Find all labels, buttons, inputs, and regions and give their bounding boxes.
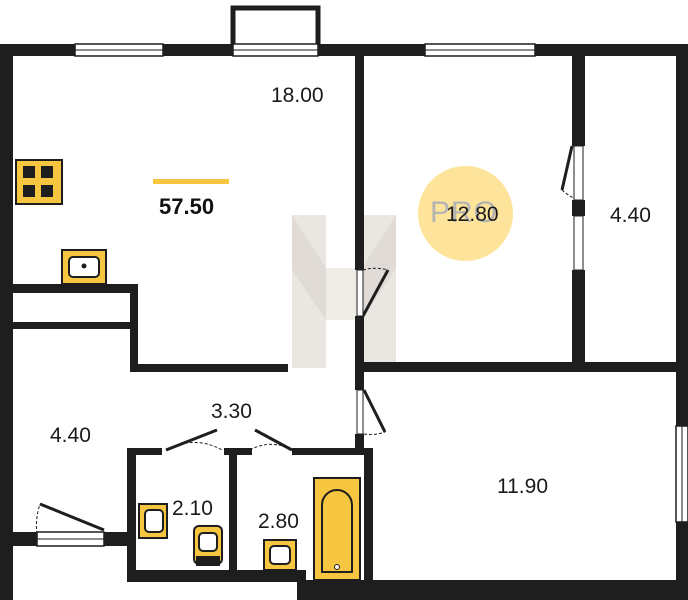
room-area-corridor: 3.30 <box>211 400 252 423</box>
toilet-sink-icon <box>138 503 168 539</box>
room-area-loggia: 4.40 <box>610 204 651 227</box>
room-area-toilet: 2.10 <box>172 497 213 520</box>
bathtub-icon <box>313 477 361 581</box>
room-area-kitchen-living: 18.00 <box>271 84 324 107</box>
total-area-marker <box>153 179 229 184</box>
room-area-bathroom: 2.80 <box>258 510 299 533</box>
walls <box>0 44 688 600</box>
toilet-icon <box>193 525 223 566</box>
balcony-bump <box>230 5 321 46</box>
window-panes <box>37 49 683 540</box>
watermark-logo <box>292 215 396 368</box>
door-frames <box>356 145 584 435</box>
pro-badge-text: PRO <box>430 196 499 229</box>
total-area: 57.50 <box>159 194 215 219</box>
room-area-bedroom-2: 11.90 <box>497 475 548 498</box>
stove-icon <box>15 159 63 205</box>
pro-badge <box>418 166 513 261</box>
bath-sink-icon <box>263 539 297 571</box>
room-area-hallway: 4.40 <box>50 424 91 447</box>
doors <box>36 145 579 535</box>
kitchen-sink-icon <box>61 249 107 285</box>
room-area-bedroom: 12.80 <box>446 203 499 226</box>
